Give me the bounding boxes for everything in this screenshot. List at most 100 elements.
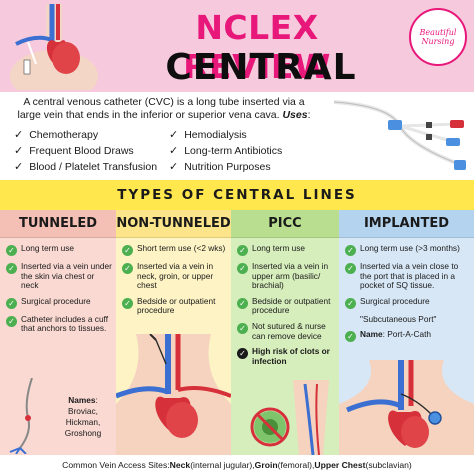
list-item: ✓ Catheter includes a cuff that anchors t…: [6, 313, 112, 334]
item-text: Surgical procedure: [21, 295, 91, 306]
check-icon: ✓: [169, 160, 179, 173]
neck-chest-anatomy-illustration: [116, 334, 231, 455]
check-icon: ✓: [169, 128, 179, 141]
header-banner: NCLEX REVIEW CENTRAL LINES Beautiful Nur…: [0, 0, 474, 129]
check-icon: ✓: [14, 128, 24, 141]
use-label: Chemotherapy: [29, 128, 99, 141]
column-non-tunneled: NON-TUNNELED ✓ Short term use (<2 wks) ✓ I…: [116, 210, 231, 455]
item-text: Long term use: [252, 243, 306, 253]
list-item: ✓ Long term use: [6, 243, 112, 256]
item-text: Bedside or outpatient procedure: [252, 295, 331, 316]
item-text: Long term use: [21, 243, 75, 253]
column-tunneled: TUNNELED ✓ Long term use ✓ Inserted via a …: [0, 210, 116, 455]
footer-access-sites: Common Vein Access Sites: Neck (internal…: [0, 455, 474, 474]
use-label: Frequent Blood Draws: [29, 144, 134, 157]
use-item: ✓ Hemodialysis: [169, 128, 329, 141]
no-germs-icon: [250, 407, 290, 447]
intro-description: A central venous catheter (CVC) is a lon…: [14, 96, 314, 122]
heart-anatomy-illustration: [10, 4, 98, 90]
check-icon: ✓: [237, 322, 248, 334]
footer-site-neck: Neck: [169, 459, 191, 470]
check-icon: ✓: [6, 263, 17, 274]
chest-port-illustration: [339, 360, 474, 455]
brand-logo: Beautiful Nursing: [409, 8, 467, 66]
item-text: Not sutured & nurse can remove device: [252, 320, 326, 341]
title-line-1: NCLEX REVIEW: [183, 8, 331, 86]
check-icon: ✓: [345, 297, 356, 309]
logo-text-2: Nursing: [421, 37, 455, 46]
check-icon: ✓: [237, 297, 248, 309]
footer-prefix: Common Vein Access Sites:: [62, 459, 170, 470]
item-text: "Subcutaneous Port": [360, 313, 437, 324]
check-icon: ✓: [237, 245, 248, 256]
check-icon: ✓: [14, 160, 24, 173]
name-value: : Port-A-Cath: [382, 329, 432, 340]
check-icon: ✓: [122, 245, 133, 256]
tunneled-names: Names: Broviac, Hickman, Groshong: [52, 395, 114, 439]
name-item: Hickman,: [65, 417, 101, 427]
types-title-bar: TYPES OF CENTRAL LINES: [0, 180, 474, 210]
column-title: NON-TUNNELED: [116, 210, 231, 238]
list-item: ✓ Name: Port-A-Cath: [345, 329, 470, 343]
item-text: High risk of clots or infection: [252, 346, 330, 366]
name-item: Broviac,: [68, 406, 98, 416]
use-item: ✓Long-term Antibiotics: [169, 144, 329, 157]
uses-label: Uses: [282, 109, 308, 121]
types-title: TYPES OF CENTRAL LINES: [117, 187, 357, 203]
use-label: Nutrition Purposes: [184, 160, 271, 173]
item-text: Catheter includes a cuff that anchors to…: [21, 313, 109, 334]
item-text: Inserted via a vein under the skin via c…: [21, 261, 112, 291]
check-icon: ✓: [237, 263, 248, 274]
item-text: Short term use (<2 wks): [137, 243, 226, 253]
column-implanted: IMPLANTED ✓Long term use (>3 months) ✓In…: [339, 210, 474, 455]
list-item: "Subcutaneous Port": [345, 313, 470, 325]
column-title: PICC: [231, 210, 339, 238]
intro-section: A central venous catheter (CVC) is a lon…: [0, 92, 474, 180]
item-text: Bedside or outpatient procedure: [137, 295, 216, 316]
list-item: ✓ Long term use: [237, 243, 335, 256]
list-item: ✓Long term use (>3 months): [345, 243, 470, 256]
check-icon: ✓: [345, 331, 356, 343]
list-item: ✓ Not sutured & nurse can remove device: [237, 320, 335, 341]
column-title: TUNNELED: [0, 210, 116, 238]
use-item: ✓ Chemotherapy: [14, 128, 169, 141]
use-item: ✓ Blood / Platelet Transfusion: [14, 160, 169, 173]
item-text: Inserted via a vein in upper arm (basili…: [252, 261, 329, 291]
list-item: ✓ Short term use (<2 wks): [122, 243, 227, 256]
name-label: Name: [360, 329, 383, 340]
name-item: Groshong: [64, 428, 102, 438]
intro-text: A central venous catheter (CVC) is a lon…: [17, 96, 305, 121]
names-suffix: :: [95, 395, 98, 405]
check-icon: ✓: [237, 348, 248, 360]
check-icon: ✓: [6, 245, 17, 256]
check-icon: ✓: [345, 263, 356, 274]
footer-site-groin: Groin: [254, 459, 278, 470]
use-item: ✓ Nutrition Purposes: [169, 160, 329, 173]
list-item: ✓ Surgical procedure: [345, 295, 470, 309]
names-label: Names: [68, 395, 96, 405]
item-text: Inserted via a vein in neck, groin, or u…: [137, 261, 214, 291]
list-item: ✓ Surgical procedure: [6, 295, 112, 309]
uses-list: ✓ Chemotherapy ✓ Hemodialysis ✓ Frequent Bl…: [14, 128, 334, 173]
check-icon: ✓: [169, 144, 179, 157]
footer-site-chest: Upper Chest: [314, 459, 366, 470]
list-item: ✓ Bedside or outpatient procedure: [122, 295, 227, 316]
logo-text-1: Beautiful: [419, 28, 457, 37]
item-text: Inserted via a vein close to the port th…: [360, 261, 459, 291]
list-item: ✓ High risk of clots or infection: [237, 346, 335, 366]
check-icon: ✓: [6, 315, 17, 327]
check-icon: ✓: [14, 144, 24, 157]
use-label: Blood / Platelet Transfusion: [29, 160, 158, 173]
check-icon: ✓: [345, 245, 356, 256]
check-icon: ✓: [122, 263, 133, 274]
item-text: Surgical procedure: [360, 295, 430, 306]
check-icon: ✓: [122, 297, 133, 309]
use-label: Hemodialysis: [184, 128, 247, 141]
column-picc: PICC ✓ Long term use ✓ Inserted via a vein…: [231, 210, 339, 455]
arm-vein-illustration: [293, 380, 329, 455]
check-icon: ✓: [6, 297, 17, 309]
footer-site-chest-note: (subclavian): [365, 459, 412, 470]
list-item: ✓ Inserted via a vein close to the port t…: [345, 261, 470, 291]
list-item: ✓ Inserted via a vein under the skin via …: [6, 261, 112, 291]
tunneled-catheter-illustration: [9, 378, 33, 454]
